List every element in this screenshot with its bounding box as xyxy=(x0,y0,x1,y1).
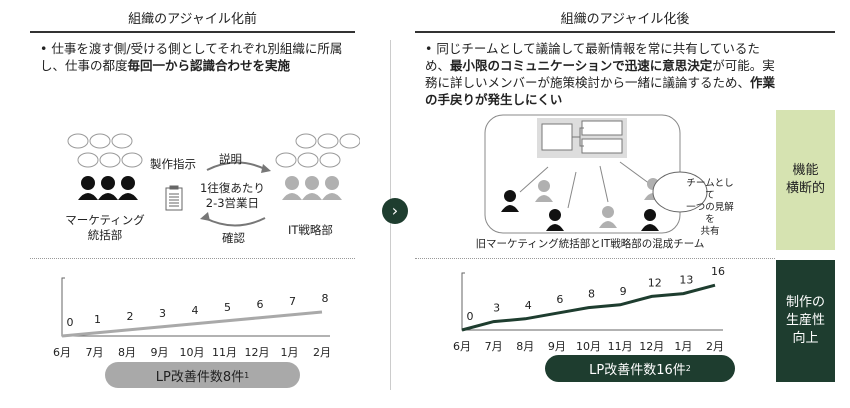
right-pill-sup: 2 xyxy=(685,364,691,373)
left-bullet-text: 仕事を渡す側/受ける側としてそれぞれ別組織に所属し、仕事の都度 xyxy=(40,41,343,73)
instruction-label: 製作指示 xyxy=(150,157,196,171)
x-tick-label: 12月 xyxy=(639,340,664,353)
arrow-right-icon xyxy=(206,161,268,171)
marketing-people-icon xyxy=(78,176,138,200)
right-bullet-bold-2: 作業の手戻りが発生しにくい xyxy=(425,75,776,107)
x-tick-label: 10月 xyxy=(180,346,205,359)
team-diagram xyxy=(484,114,708,234)
box1-line2: 横断的 xyxy=(785,181,825,196)
left-pill-sup: 1 xyxy=(244,370,250,380)
left-bullet-bold: 毎回一から認識合わせを実施 xyxy=(127,58,291,73)
data-label: 1 xyxy=(94,313,101,326)
speech-3: 共有 xyxy=(700,226,720,237)
x-tick-label: 8月 xyxy=(516,340,534,353)
left-pill-text: LP改善件数8件 xyxy=(155,369,245,385)
data-label: 3 xyxy=(159,307,166,320)
x-tick-label: 11月 xyxy=(608,340,633,353)
chart-axis xyxy=(61,277,330,337)
box2-line1: 制作の xyxy=(785,295,825,310)
right-bullet-1: 同じチームとして議論して最新情報を常に共有しているため、 xyxy=(425,41,760,73)
explain-label: 説明 xyxy=(219,152,242,166)
speech-text: チームとして一つの見解を共有 xyxy=(684,178,736,238)
x-tick-label: 8月 xyxy=(118,346,136,359)
x-tick-label: 7月 xyxy=(485,340,503,353)
x-tick-label: 9月 xyxy=(151,346,169,359)
it-people-icon xyxy=(282,176,342,200)
data-label: 12 xyxy=(648,276,662,289)
data-label: 8 xyxy=(322,292,329,305)
left-bullet: • 仕事を渡す側/受ける側としてそれぞれ別組織に所属し、仕事の都度毎回一から認識… xyxy=(40,41,343,73)
marketing-label-2: 統括部 xyxy=(87,228,123,242)
right-bullet-bold-1: 最小限のコミュニケーションで迅速に意思決定 xyxy=(450,58,713,73)
box2-line3: 向上 xyxy=(792,331,819,346)
data-label: 8 xyxy=(588,288,595,301)
box1-line1: 機能 xyxy=(792,163,819,178)
confirm-label: 確認 xyxy=(222,231,245,245)
speech-1: チームとして xyxy=(686,178,734,201)
data-label: 5 xyxy=(224,301,231,314)
x-tick-label: 10月 xyxy=(576,340,601,353)
x-tick-label: 1月 xyxy=(674,340,692,353)
right-chart: 0 6月 3 7月 4 8月 6 9月 8 10月 9 11月 12 12月 13 1月 16 2月 xyxy=(453,265,725,353)
x-tick-label: 7月 xyxy=(86,346,104,359)
chevron-right-icon: › xyxy=(382,198,408,224)
chart-line xyxy=(461,283,716,332)
productivity-box: 制作の生産性向上 xyxy=(776,260,835,382)
data-label: 0 xyxy=(467,310,474,323)
data-label: 7 xyxy=(289,295,296,308)
marketing-label: マーケティング統括部 xyxy=(65,213,145,243)
x-tick-label: 6月 xyxy=(453,340,471,353)
x-tick-label: 2月 xyxy=(313,346,331,359)
data-label: 4 xyxy=(525,299,532,312)
box2-line2: 生産性 xyxy=(785,313,825,328)
chart-line xyxy=(61,310,323,338)
clipboard-icon xyxy=(165,185,183,211)
team-caption: 旧マーケティング統括部とIT戦略部の混成チーム xyxy=(475,238,705,250)
left-title-rule xyxy=(30,31,355,33)
x-tick-label: 2月 xyxy=(706,340,724,353)
right-bullet-2: が可能。実務に詳しいメンバーが施策検討から一緒に議論するため、 xyxy=(425,58,775,90)
left-divider xyxy=(30,258,355,259)
data-label: 2 xyxy=(127,310,134,323)
data-label: 6 xyxy=(556,293,563,306)
data-label: 16 xyxy=(711,265,725,278)
right-title-rule xyxy=(415,31,835,33)
roundtrip-2: 2-3営業日 xyxy=(205,196,260,210)
data-label: 9 xyxy=(620,285,627,298)
marketing-label-1: マーケティング xyxy=(65,213,145,227)
left-diagram xyxy=(67,133,360,227)
data-label: 13 xyxy=(679,274,693,287)
data-label: 4 xyxy=(192,304,199,317)
left-title: 組織のアジャイル化前 xyxy=(128,12,257,27)
x-tick-label: 12月 xyxy=(245,346,270,359)
x-tick-label: 6月 xyxy=(53,346,71,359)
speech-2: 一つの見解を xyxy=(686,202,734,225)
speech-bubble-icon xyxy=(652,171,708,213)
x-tick-label: 11月 xyxy=(212,346,237,359)
data-label: 6 xyxy=(257,298,264,311)
right-pill-text: LP改善件数16件 xyxy=(589,363,686,378)
chart-axis xyxy=(461,272,723,331)
it-label: IT戦略部 xyxy=(288,223,333,237)
right-title: 組織のアジャイル化後 xyxy=(560,12,690,27)
cross-functional-box: 機能横断的 xyxy=(776,110,835,250)
black-people-icon xyxy=(501,190,659,231)
speech-bubbles-icon xyxy=(67,133,360,168)
x-tick-label: 9月 xyxy=(548,340,566,353)
arrow-left-icon xyxy=(204,217,266,227)
right-bullet: • 同じチームとして議論して最新情報を常に共有しているため、最小限のコミュニケー… xyxy=(425,41,776,107)
x-tick-label: 1月 xyxy=(281,346,299,359)
right-divider xyxy=(415,258,775,259)
data-label: 0 xyxy=(67,316,74,329)
data-label: 3 xyxy=(493,302,500,315)
roundtrip-1: 1往復あたり xyxy=(200,181,265,195)
left-chart: 0 6月 1 7月 2 8月 3 9月 4 10月 5 11月 6 12月 7 1月 8 2月 xyxy=(53,277,331,359)
